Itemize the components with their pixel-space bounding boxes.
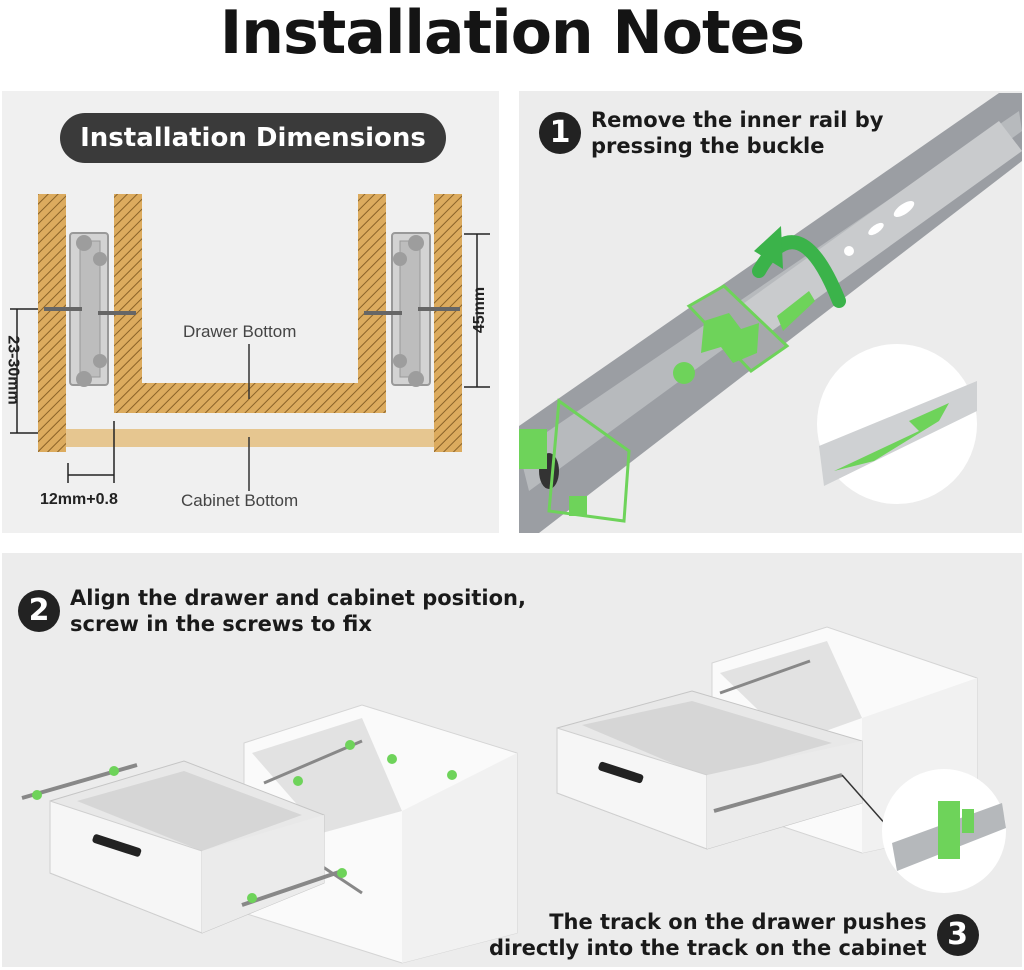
steps-2-3-panel: 2 Align the drawer and cabinet position,… xyxy=(2,553,1022,967)
step1-number-badge: 1 xyxy=(539,112,581,154)
step3-instruction: 3 The track on the drawer pushes directl… xyxy=(489,909,979,961)
step1-line1: Remove the inner rail by xyxy=(591,108,884,132)
gap-dimension-label: 12mm+0.8 xyxy=(40,491,118,508)
left-drawer-handle xyxy=(92,834,142,857)
cabinet-right-wall xyxy=(434,194,462,452)
step2-line1: Align the drawer and cabinet position, xyxy=(70,586,526,610)
step2-instruction: 2 Align the drawer and cabinet position,… xyxy=(18,585,526,637)
step1-line2: pressing the buckle xyxy=(591,134,825,158)
step2-number-badge: 2 xyxy=(18,590,60,632)
right-drawer-handle xyxy=(598,761,644,784)
dimensions-diagram xyxy=(10,194,490,491)
step1-instruction: 1 Remove the inner rail by pressing the … xyxy=(539,107,883,159)
cabinet-bottom-label: Cabinet Bottom xyxy=(181,491,299,510)
step3-number-badge: 3 xyxy=(936,914,979,956)
rail-illustration xyxy=(519,93,1022,533)
page-title: Installation Notes xyxy=(219,0,805,68)
left-cabinet xyxy=(243,704,518,964)
cabinet-left-wall xyxy=(38,194,66,452)
right-drawer xyxy=(556,690,903,850)
right-height-dimension-label: 45mm xyxy=(471,286,489,334)
drawer-cabinet-illustration xyxy=(21,626,1006,964)
left-height-dimension-label: 23-30mm xyxy=(4,335,22,405)
step3-line2: directly into the track on the cabinet xyxy=(489,936,927,960)
dimensions-heading: Installation Dimensions xyxy=(60,113,446,163)
step1-panel: 1 Remove the inner rail by pressing the … xyxy=(519,91,1022,533)
step2-line2: screw in the screws to fix xyxy=(70,612,372,636)
drawer-bottom-label: Drawer Bottom xyxy=(183,322,297,341)
step3-line1: The track on the drawer pushes xyxy=(549,910,927,934)
installation-dimensions-panel: Installation Dimensions xyxy=(2,91,499,533)
drawer-body xyxy=(114,194,386,413)
left-slide xyxy=(44,232,136,387)
left-drawer xyxy=(21,740,457,934)
cabinet-bottom-board xyxy=(66,429,434,447)
right-slide xyxy=(364,232,460,387)
green-buckle xyxy=(701,313,759,363)
